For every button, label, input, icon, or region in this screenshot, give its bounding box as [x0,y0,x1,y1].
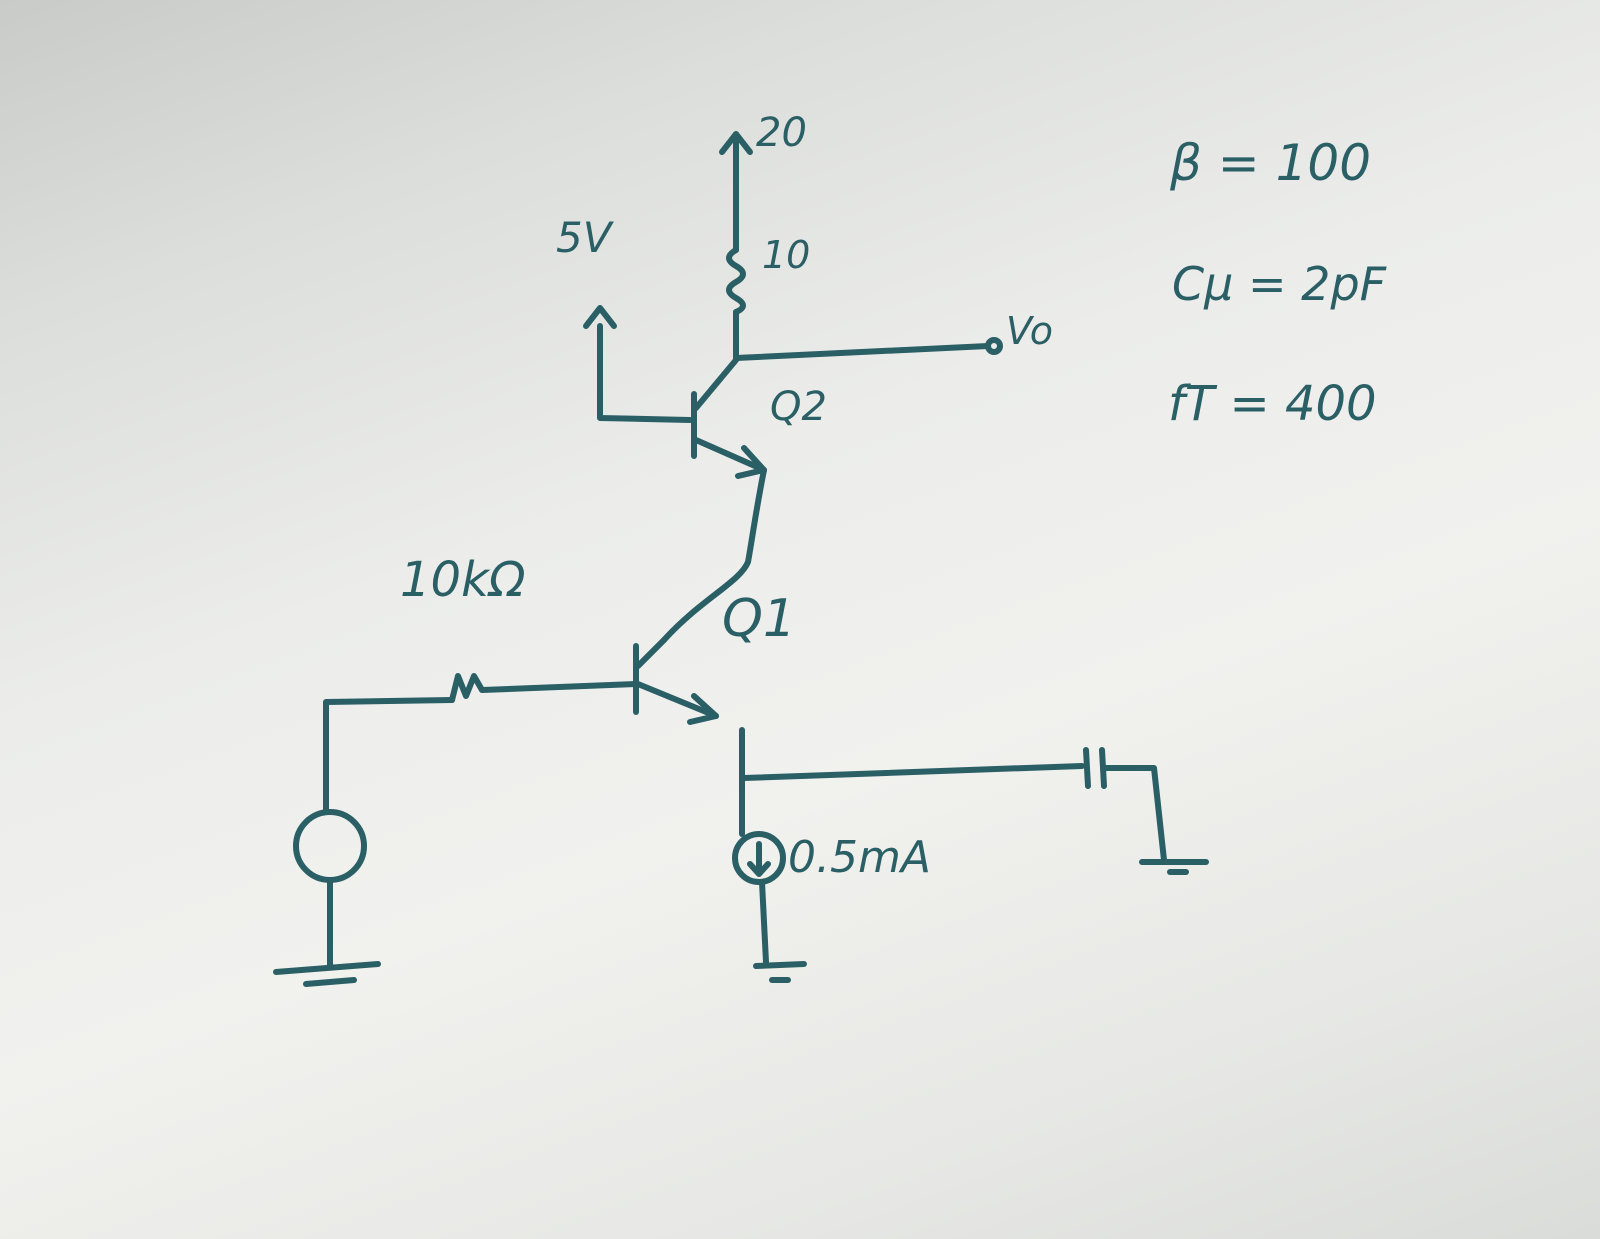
current-source-label: 0.5mA [788,832,931,883]
supply-label: 5V [556,213,615,262]
ground-symbol-current-source [753,961,807,983]
q1-label: Q1 [722,589,796,649]
current-source-ground-wire [759,879,769,965]
supply-top-label: 20 [756,110,807,156]
output-terminal [985,337,1003,355]
param-cmu: Cμ = 2pF [1172,257,1387,311]
ground-symbol-capacitor [1139,859,1209,875]
param-ft: fT = 400 [1168,376,1377,432]
resistor-10 [726,247,746,315]
param-beta: β = 100 [1169,134,1371,192]
transistor-q2 [691,357,767,479]
input-wire [323,697,455,815]
bypass-capacitor [1083,747,1167,863]
q2-label: Q2 [770,384,827,430]
bypass-wire [741,763,1085,781]
output-label: Vo [1006,309,1053,353]
ground-symbol-input [273,961,381,987]
signal-source [293,809,367,883]
output-wire [733,343,991,361]
transistor-q1 [633,637,719,725]
supply-arrow-5v [583,305,693,423]
current-source [732,831,786,885]
q2-emitter-to-q1-wire [661,467,767,643]
supply-arrow-20 [719,131,753,253]
resistor-10k [449,673,639,703]
source-resistor-label: 10kΩ [400,552,526,608]
resistor-top-label: 10 [762,233,810,277]
